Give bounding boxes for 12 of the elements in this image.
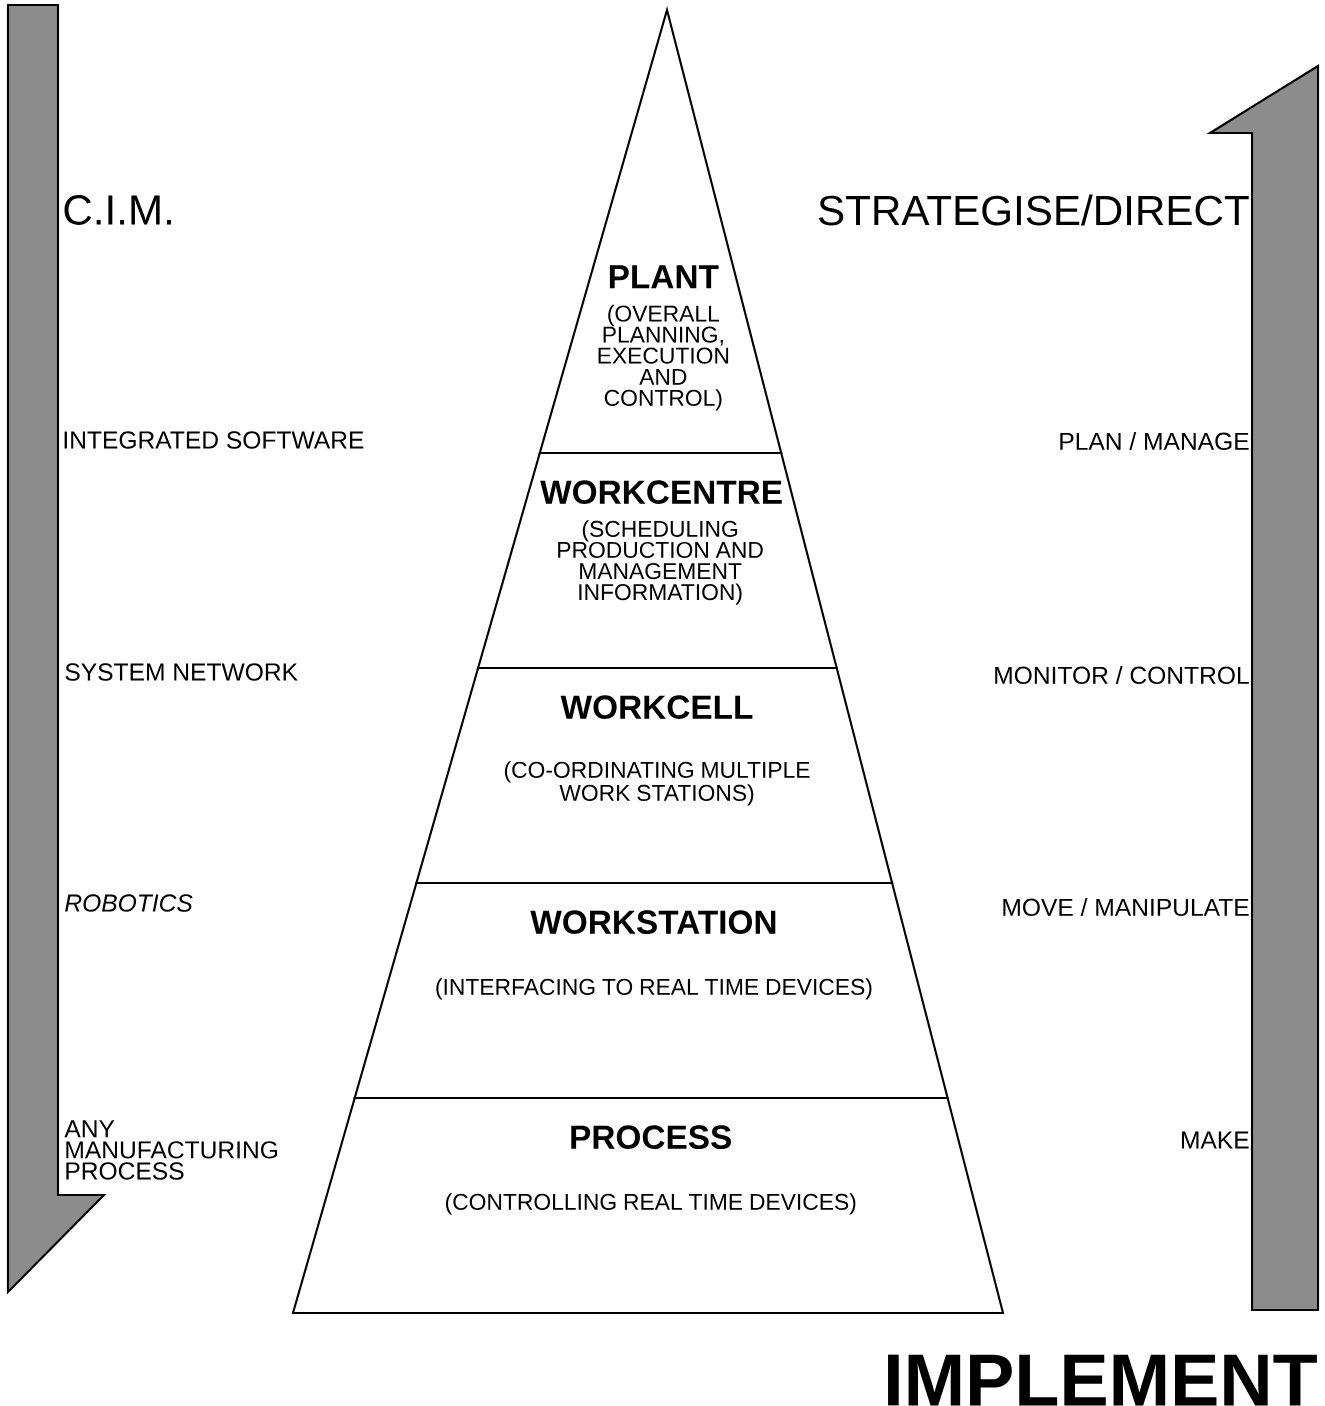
side-label: INTEGRATED SOFTWARE: [64, 431, 364, 449]
heading-text: C.I.M.: [64, 195, 171, 225]
side-label: MONITOR / CONTROL: [995, 665, 1249, 685]
side-label: PLAN / MANAGE: [1060, 431, 1249, 451]
pyramid-tier: WORKSTATION (INTERFACING TO REAL TIME DEVICES): [353, 881, 949, 1100]
heading-text: IMPLEMENT: [888, 1354, 1317, 1406]
side-label: ROBOTICS: [65, 894, 193, 912]
pyramid-tier: WORKCELL (CO-ORDINATING MULTIPLE WORK STATIONS): [415, 666, 894, 885]
side-label: MOVE / MANIPULATE: [1003, 897, 1249, 917]
pyramid-tier: PROCESS (CONTROLLING REAL TIME DEVICES): [291, 1096, 1005, 1315]
side-label: MAKE: [1181, 1131, 1249, 1149]
side-label: SYSTEM NETWORK: [65, 663, 298, 681]
